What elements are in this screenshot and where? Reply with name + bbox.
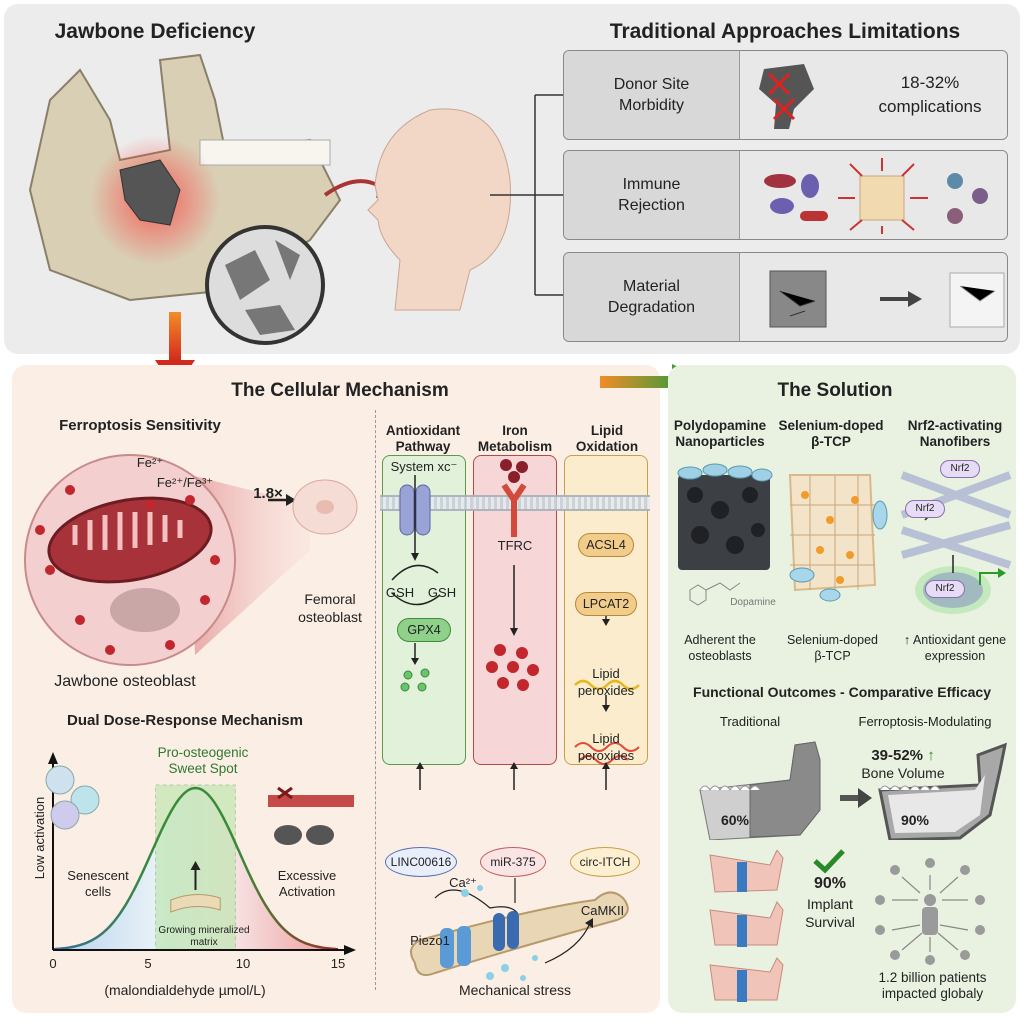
pathway-title-lipid: Lipid Oxidation — [575, 423, 639, 454]
bone-volume-gain: 39-52% ↑ — [858, 747, 948, 764]
traditional-label: Traditional — [719, 714, 781, 729]
outcome-jaws — [699, 741, 1007, 840]
response-curve — [52, 786, 339, 951]
nrf2-node-2: Nrf2 — [905, 500, 945, 518]
circ-itch-node: circ-ITCH — [570, 847, 640, 877]
pathway-graphics — [391, 459, 640, 790]
mechanical-stress-label: Mechanical stress — [458, 982, 572, 998]
gsh-label-1: GSH — [385, 585, 415, 600]
senescent-cell — [50, 800, 80, 830]
system-xc-label: System xc⁻ — [390, 459, 458, 474]
camkii-label: CaMKII — [580, 903, 625, 918]
limitation-donor-site: Donor Site Morbidity 18-32% complication… — [563, 50, 1008, 140]
ca-label: Ca²⁺ — [449, 875, 477, 890]
bone-volume-label: Bone Volume — [861, 765, 945, 781]
x-tick-label: 5 — [144, 956, 152, 971]
limitation-immune-rejection: Immune Rejection — [563, 150, 1008, 240]
growing-matrix-label: Growing mineralized matrix — [158, 925, 250, 948]
lipid-peroxides-2: Lipid peroxides — [577, 731, 635, 763]
cross-icon — [277, 786, 293, 800]
connector-lines — [490, 94, 563, 296]
modulating-label: Ferroptosis-Modulating — [858, 714, 992, 729]
head-profile-icon — [323, 108, 511, 311]
x-axis-label: (malondialdehyde µmol/L) — [104, 982, 266, 998]
limitation-label: Immune Rejection — [564, 151, 740, 239]
traditional-pct: 60% — [720, 812, 750, 828]
x-tick-label: 10 — [235, 956, 251, 971]
divider — [375, 410, 376, 990]
nrf2-caption: ↑ Antioxidant gene expression — [903, 633, 1007, 663]
bone-gain-value: 39-52% — [871, 747, 924, 764]
limitation-label: Donor Site Morbidity — [564, 51, 740, 139]
excessive-activation-label: Excessive Activation — [277, 868, 337, 899]
senescent-cell — [70, 785, 100, 815]
solution-title-polydopamine: Polydopamine Nanoparticles — [673, 418, 767, 449]
solution-title-nrf2: Nrf2-activating Nanofibers — [907, 418, 1003, 449]
solution-title-selenium: Selenium-doped β-TCP — [778, 418, 884, 449]
dead-cell-icon — [274, 825, 302, 845]
mechanical-stress-bone — [410, 878, 629, 981]
modulating-pct: 90% — [900, 812, 930, 828]
jaw-illustration — [28, 53, 342, 345]
solution-title: The Solution — [777, 380, 893, 401]
y-axis-label: Low activation — [32, 796, 47, 880]
limitation-material-degradation: Material Degradation — [563, 252, 1008, 342]
nrf2-node-3: Nrf2 — [925, 580, 965, 598]
nrf2-node-1: Nrf2 — [940, 460, 980, 478]
senescent-cells-label: Senescent cells — [67, 868, 129, 899]
jawbone-osteoblast-label: Jawbone osteoblast — [54, 673, 196, 690]
checkmark-icon — [813, 849, 845, 874]
piezo1-label: Piezo1 — [410, 933, 450, 948]
gsh-label-2: GSH — [427, 585, 457, 600]
pathway-title-iron: Iron Metabolism — [477, 423, 553, 454]
lpcat2-node: LPCAT2 — [575, 592, 637, 616]
senescent-cell — [45, 765, 75, 795]
x-tick-label: 0 — [49, 956, 57, 971]
dose-response-title: Dual Dose-Response Mechanism — [67, 712, 303, 729]
sweet-spot-label: Pro-osteogenic Sweet Spot — [157, 745, 249, 776]
limitations-title: Traditional Approaches Limitations — [609, 20, 961, 43]
gpx4-node: GPX4 — [397, 618, 451, 642]
degrading-block-icon — [769, 270, 1005, 328]
fold-difference: 1.8× — [253, 485, 283, 502]
complications-text: 18-32% complications — [878, 73, 982, 116]
fe23-label: Fe²⁺/Fe³⁺ — [156, 475, 214, 490]
tfrc-label: TFRC — [497, 538, 533, 553]
bone-icon — [170, 894, 221, 913]
jawbone-deficiency-title: Jawbone Deficiency — [54, 20, 256, 43]
immune-cells-icon — [764, 158, 988, 234]
acsl4-node: ACSL4 — [578, 533, 634, 557]
mechanism-title: The Cellular Mechanism — [231, 380, 449, 401]
pathway-title-antioxidant: Antioxidant Pathway — [385, 423, 461, 454]
patients-label: 1.2 billion patients impacted globaly — [878, 970, 987, 1001]
mitochondria-cell — [24, 454, 358, 666]
mir375-node: miR-375 — [480, 847, 546, 877]
implant-survival-pct: 90% — [813, 875, 847, 892]
dose-response-curve — [45, 752, 356, 955]
fe2-label: Fe²⁺ — [136, 455, 164, 470]
lipid-peroxides-1: Lipid peroxides — [577, 666, 635, 698]
growth-arrowhead — [190, 861, 201, 870]
dead-cell-icon — [306, 825, 334, 845]
selenium-caption: Selenium-doped β-TCP — [786, 633, 879, 663]
dopamine-label: Dopamine — [730, 597, 776, 608]
outcomes-title: Functional Outcomes - Comparative Effica… — [693, 684, 991, 700]
implant-survival-label: Implant Survival — [805, 896, 855, 930]
limitation-label: Material Degradation — [564, 253, 740, 341]
ferroptosis-title: Ferroptosis Sensitivity — [59, 417, 221, 434]
patients-network-icon — [875, 858, 985, 965]
implant-jaws — [709, 850, 784, 1002]
pelvis-bone-icon — [759, 64, 814, 129]
x-tick-label: 15 — [330, 956, 346, 971]
femoral-osteoblast-label: Femoral osteoblast — [298, 591, 362, 625]
linc00616-node: LINC00616 — [385, 847, 457, 877]
polydopamine-caption: Adherent the osteoblasts — [684, 633, 756, 663]
up-arrow-icon: ↑ — [927, 747, 935, 764]
solution-graphics — [677, 463, 1012, 614]
